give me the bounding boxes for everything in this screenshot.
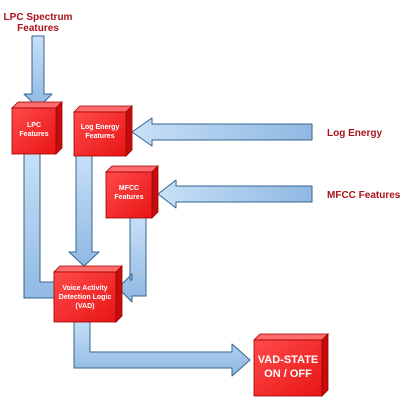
vad-box-label-1: Voice Activity (62, 285, 107, 292)
arrow-lpc-spectrum-input (23, 35, 53, 109)
mfcc-input-label: MFCC Features (327, 190, 401, 201)
vad-state-box: VAD-STATE ON / OFF (253, 333, 329, 397)
vad-state-label-2: ON / OFF (264, 368, 312, 380)
arrow-vad-to-state (73, 317, 251, 377)
mfcc-box-label-2: Features (114, 194, 143, 201)
lpc-features-box: LPC Features (11, 101, 63, 155)
arrow-mfcc-input (157, 179, 313, 209)
vad-box-label-2: Detection Logic (59, 294, 112, 301)
log-energy-features-box: Log Energy Features (73, 105, 133, 157)
lpc-box-label-2: Features (19, 131, 48, 138)
mfcc-box-label-1: MFCC (119, 185, 139, 192)
lpc-spectrum-label-1: LPC Spectrum (4, 12, 73, 23)
arrow-log-energy-input (131, 117, 313, 147)
vad-box-label-3: (VAD) (76, 303, 95, 310)
arrow-log-energy-to-vad (68, 153, 100, 267)
mfcc-features-box: MFCC Features (105, 165, 159, 219)
log-energy-input-label: Log Energy (327, 128, 382, 139)
arrow-mfcc-to-vad (117, 215, 147, 303)
vad-logic-box: Voice Activity Detection Logic (VAD) (53, 265, 123, 323)
lpc-spectrum-label-2: Features (17, 23, 59, 34)
arrows (23, 35, 313, 377)
vad-state-label-1: VAD-STATE (258, 354, 319, 366)
log-energy-box-label-1: Log Energy (81, 124, 120, 131)
lpc-box-label-1: LPC (27, 122, 41, 129)
log-energy-box-label-2: Features (85, 133, 114, 140)
